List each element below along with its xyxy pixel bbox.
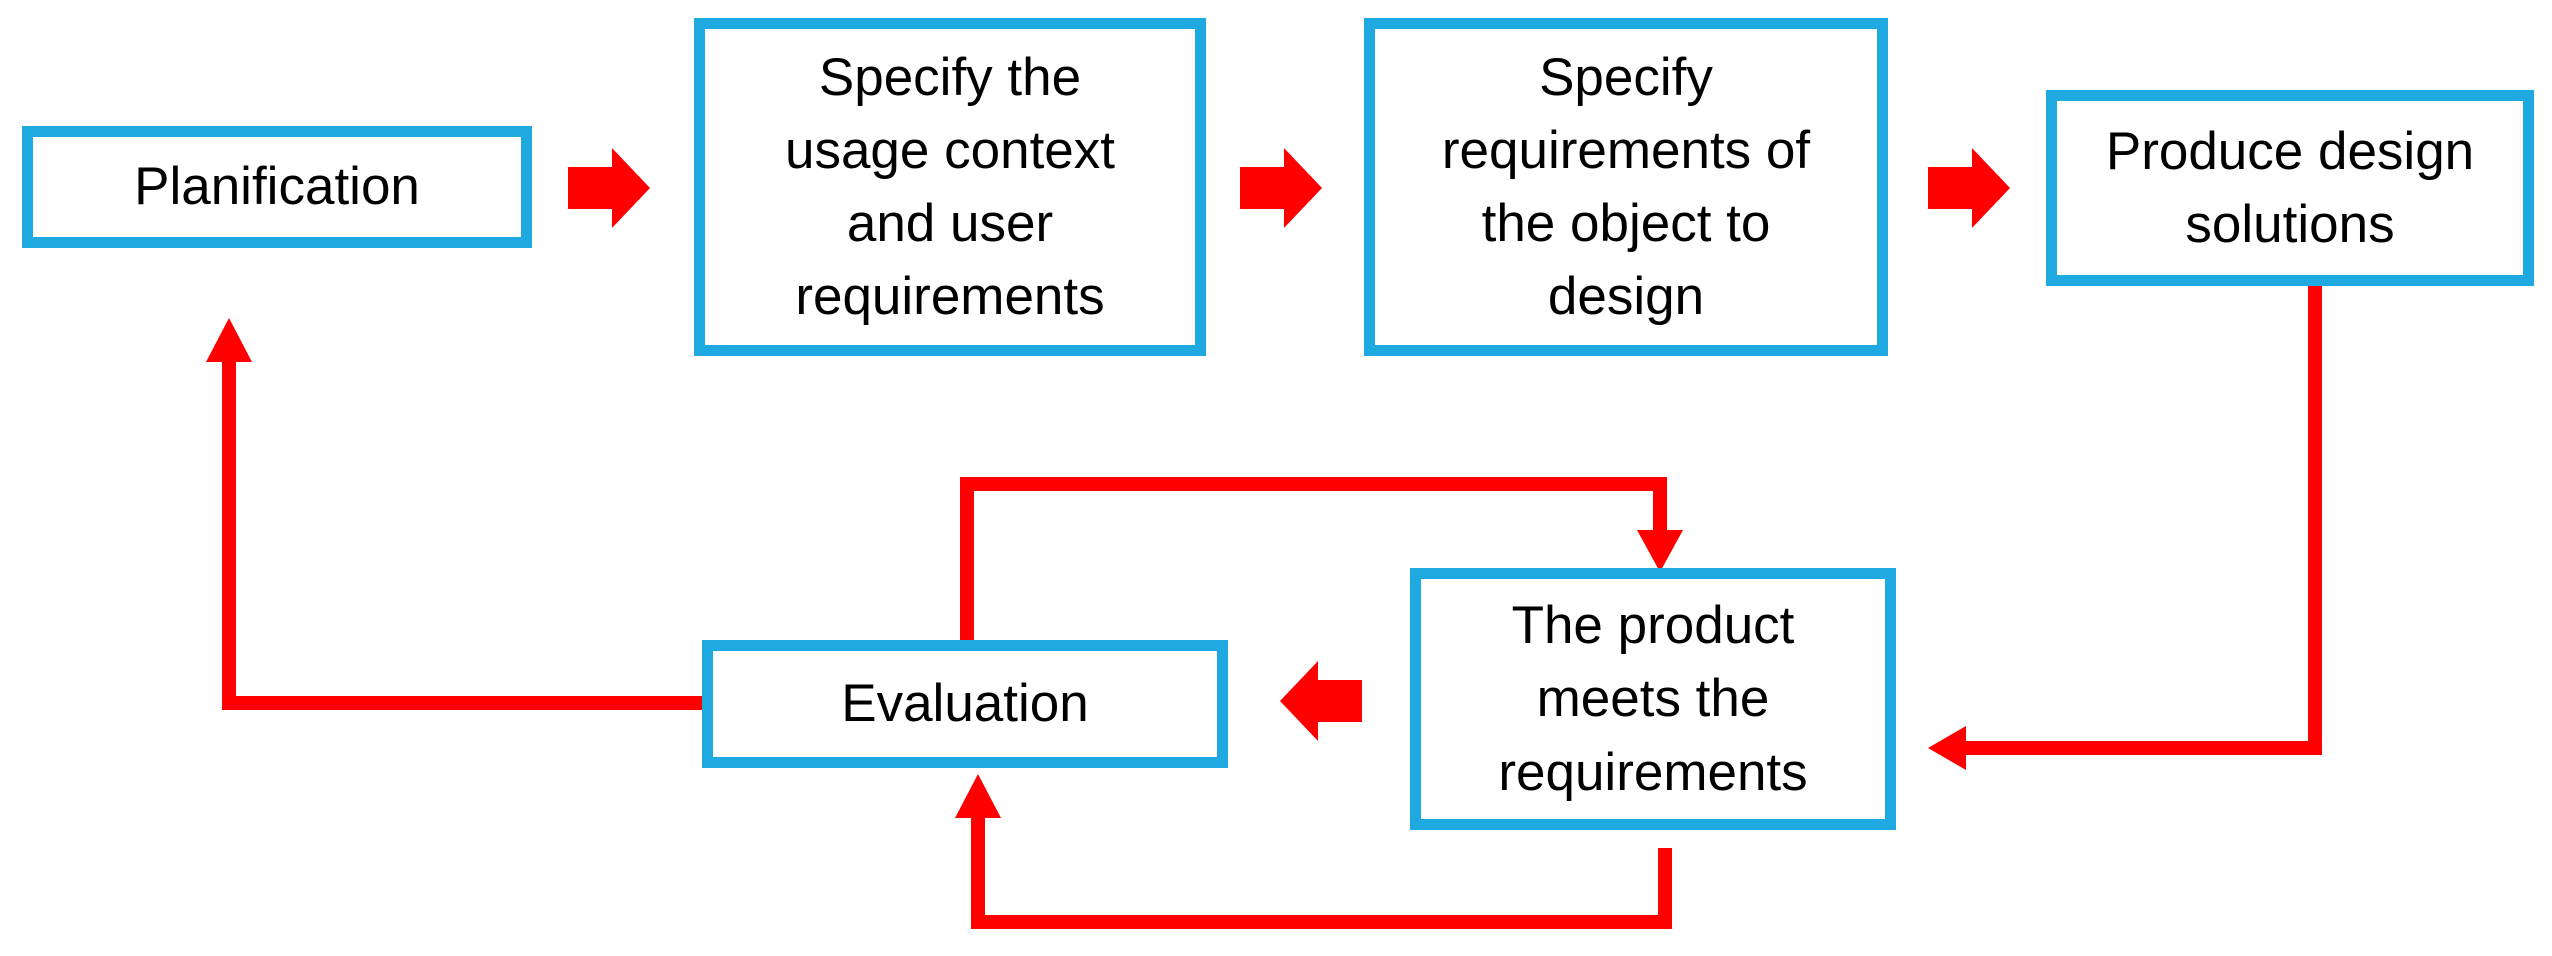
connector-evaluation-to-product-meets-arrowhead <box>1637 530 1683 572</box>
step-product-meets-requirements: The product meets the requirements <box>1410 568 1896 830</box>
arrow-object-requirements-to-design-solutions <box>1928 148 2010 228</box>
arrow-planification-to-usage-context <box>568 148 650 228</box>
arrow-product-meets-to-evaluation <box>1280 661 1362 741</box>
connector-evaluation-to-product-meets <box>960 477 1667 645</box>
step-evaluation: Evaluation <box>702 640 1228 768</box>
connector-evaluation-to-planification <box>222 355 710 710</box>
connector-design-solutions-arrowhead <box>1928 726 1966 770</box>
connector-product-meets-to-evaluation-loop-arrowhead <box>955 774 1001 818</box>
step-planification: Planification <box>22 126 532 248</box>
step-design-solutions-label: Produce design solutions <box>2105 121 2475 254</box>
connector-design-solutions-to-product-meets <box>1962 285 2322 755</box>
step-product-meets-requirements-label: The product meets the requirements <box>1498 596 1808 802</box>
step-object-requirements-label: Specify requirements of the object to de… <box>1441 47 1811 327</box>
step-planification-label: Planification <box>134 157 420 217</box>
step-object-requirements: Specify requirements of the object to de… <box>1364 18 1888 356</box>
step-design-solutions: Produce design solutions <box>2046 90 2534 286</box>
connector-product-meets-to-evaluation-loop <box>971 812 1672 929</box>
step-evaluation-label: Evaluation <box>841 674 1089 734</box>
arrow-usage-context-to-object-requirements <box>1240 148 1322 228</box>
connector-evaluation-to-planification-arrowhead <box>206 318 252 362</box>
step-usage-context-label: Specify the usage context and user requi… <box>784 47 1115 327</box>
step-usage-context: Specify the usage context and user requi… <box>694 18 1206 356</box>
